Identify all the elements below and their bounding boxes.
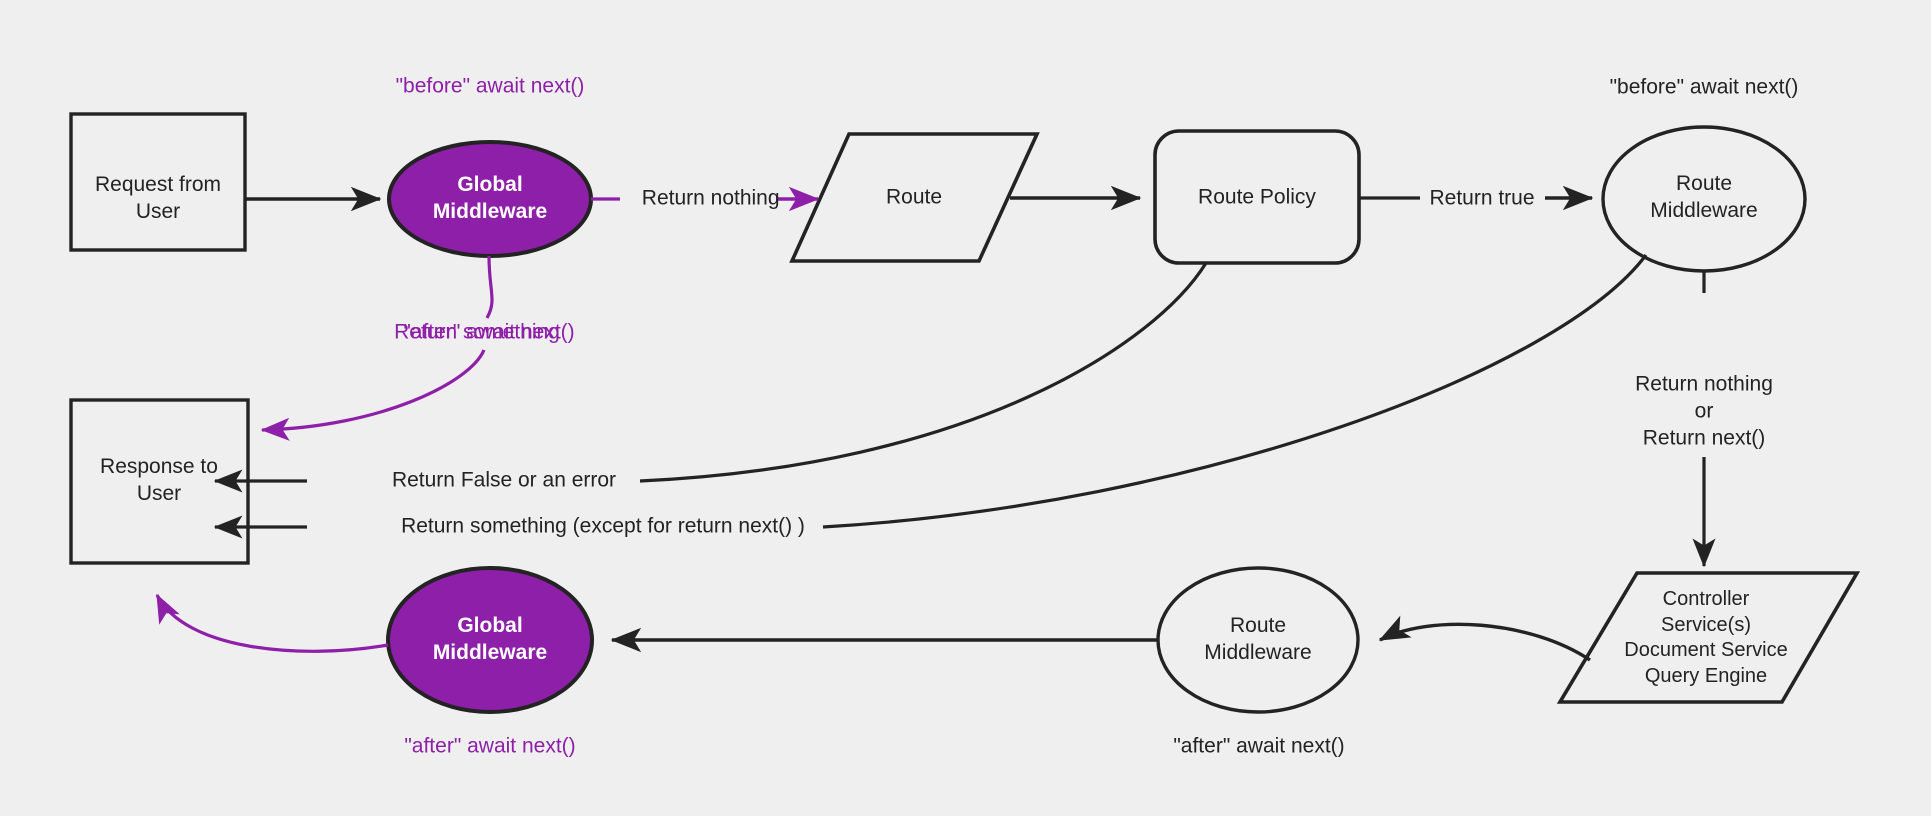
edge-controller-to-route-middleware-bottom [1378,615,1591,662]
edge-route-policy-to-response-curve [639,262,1208,483]
node-route-middleware-top [1601,125,1807,273]
edge-global-middleware-to-response [485,255,494,319]
node-global-middleware-top [387,140,593,258]
node-route-middleware-bottom [1156,566,1360,714]
edge-global-middleware-to-response-curve [260,349,486,441]
edge-route-middleware-to-response-curve [822,254,1648,529]
edge-global-middleware-bottom-to-response [155,593,389,653]
node-global-middleware-bottom [386,566,594,714]
node-route [789,132,1040,263]
node-route-policy [1153,129,1361,265]
node-controller-services [1556,571,1861,704]
node-request-from-user [69,112,247,252]
